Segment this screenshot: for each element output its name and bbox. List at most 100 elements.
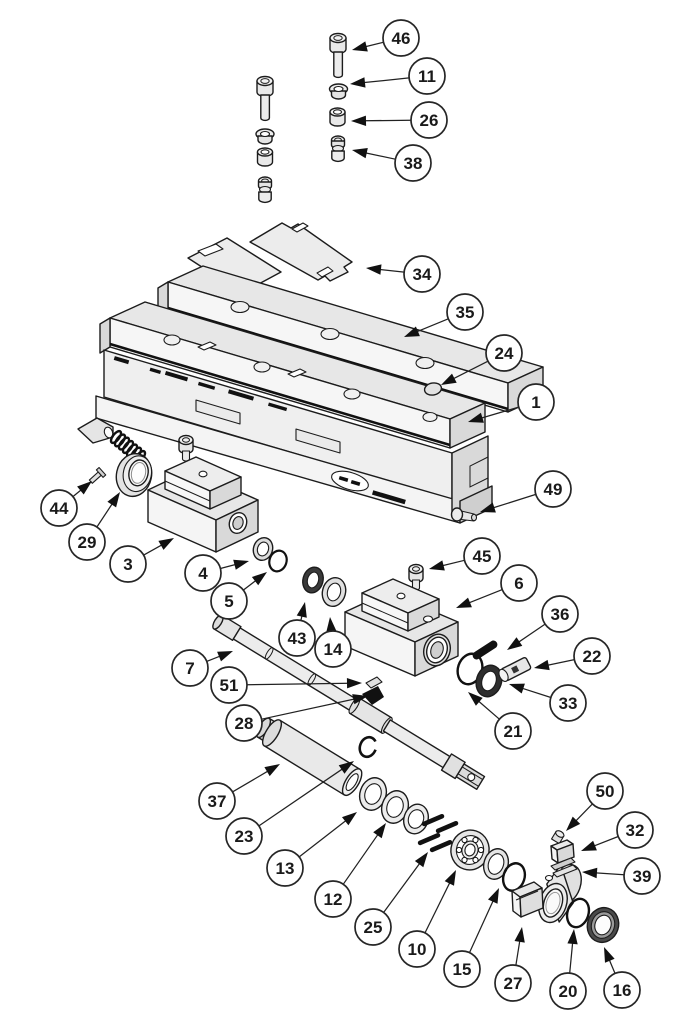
snap-ring-23	[358, 735, 378, 759]
balloon-circle-29	[68, 523, 106, 561]
gib-28	[362, 686, 384, 705]
cover-plate-34	[249, 222, 353, 282]
balloon-number: 44	[50, 499, 69, 518]
leader-arrowhead	[296, 602, 307, 618]
balloon-circle-37	[198, 782, 236, 820]
screw-44	[88, 466, 107, 484]
leader-arrowhead	[582, 867, 598, 879]
leader-line	[424, 880, 452, 934]
balloon-number: 39	[633, 867, 652, 886]
balloon-number: 11	[418, 67, 436, 86]
leader-arrowhead	[509, 683, 525, 694]
callout-33: 33	[509, 683, 587, 722]
leader-line	[451, 360, 489, 381]
balloon-circle-51	[210, 666, 248, 704]
bearing-10	[450, 829, 490, 871]
callout-50: 50	[566, 772, 624, 831]
leader-arrowhead	[456, 597, 472, 608]
callout-21: 21	[468, 692, 532, 750]
balloon-number: 49	[544, 480, 563, 499]
callout-27: 27	[494, 927, 532, 1002]
callout-20: 20	[549, 929, 587, 1010]
balloon-number: 10	[408, 940, 427, 959]
balloon-circle-43	[278, 619, 316, 657]
o-ring-5	[268, 549, 288, 573]
leader-line	[515, 938, 521, 966]
leader-line	[96, 501, 114, 528]
leader-arrowhead	[350, 77, 366, 88]
needle-pins-25	[417, 814, 459, 853]
main-body-1	[95, 265, 544, 524]
leader-line	[143, 543, 164, 556]
balloon-number: 26	[420, 111, 439, 130]
spacer-26	[329, 107, 346, 127]
callout-23: 23	[225, 761, 354, 855]
pin-49	[450, 507, 478, 522]
fastener-set-left	[255, 75, 275, 204]
bushing-11	[328, 83, 349, 100]
callout-28: 28	[225, 694, 368, 742]
leader-arrowhead	[567, 929, 578, 945]
callout-22: 22	[534, 637, 611, 675]
callout-29: 29	[68, 492, 120, 561]
plug-24	[423, 382, 443, 396]
balloon-number: 50	[596, 782, 615, 801]
leader-line	[258, 767, 345, 827]
balloon-number: 6	[514, 574, 523, 593]
balloon-circle-34	[403, 255, 441, 293]
leader-line	[520, 687, 552, 699]
balloon-number: 29	[78, 533, 97, 552]
balloon-number: 43	[288, 629, 307, 648]
balloon-circle-50	[586, 772, 624, 810]
balloon-circle-4	[184, 554, 222, 592]
balloon-circle-7	[171, 649, 209, 687]
callout-11: 11	[350, 57, 446, 95]
callout-46: 46	[352, 19, 420, 57]
callout-32: 32	[581, 811, 654, 851]
balloon-circle-14	[314, 630, 352, 668]
callout-43: 43	[278, 602, 316, 657]
leader-arrowhead	[158, 538, 174, 550]
balloon-circle-22	[573, 637, 611, 675]
flange-ring-29	[115, 452, 153, 498]
callout-45: 45	[429, 537, 501, 575]
balloon-number: 3	[123, 555, 132, 574]
callout-4: 4	[184, 554, 249, 592]
balloon-circle-20	[549, 972, 587, 1010]
leader-line	[383, 861, 422, 913]
callout-3: 3	[109, 538, 174, 583]
leader-line	[468, 898, 495, 953]
leader-line	[591, 835, 619, 848]
leader-line	[466, 589, 503, 605]
balloon-number: 46	[392, 29, 411, 48]
callout-5: 5	[210, 572, 267, 620]
balloon-circle-5	[210, 582, 248, 620]
leader-arrowhead	[264, 764, 280, 777]
balloon-circle-46	[382, 19, 420, 57]
leader-line	[232, 769, 271, 793]
callout-44: 44	[40, 481, 92, 527]
balloon-number: 35	[456, 303, 475, 322]
leader-line	[362, 119, 412, 122]
callout-26: 26	[351, 101, 448, 139]
leader-arrowhead	[107, 492, 120, 508]
leader-arrowhead	[488, 888, 499, 904]
leader-arrowhead	[404, 326, 420, 337]
balloon-circle-44	[40, 489, 78, 527]
cap-screw-46	[329, 32, 347, 79]
callout-24: 24	[441, 334, 523, 385]
leader-arrowhead	[217, 651, 233, 662]
balloon-circle-11	[408, 57, 446, 95]
callout-38: 38	[352, 144, 432, 182]
fastener-set-right	[328, 32, 349, 163]
leader-line	[440, 559, 465, 567]
leader-arrowhead	[514, 927, 525, 943]
callout-35: 35	[404, 293, 484, 337]
leader-arrowhead	[342, 812, 357, 826]
balloon-number: 16	[613, 981, 632, 1000]
engraved-markings	[113, 356, 406, 505]
leader-arrowhead	[366, 264, 382, 275]
lead-screw-7	[212, 614, 486, 791]
callout-14: 14	[314, 617, 352, 668]
